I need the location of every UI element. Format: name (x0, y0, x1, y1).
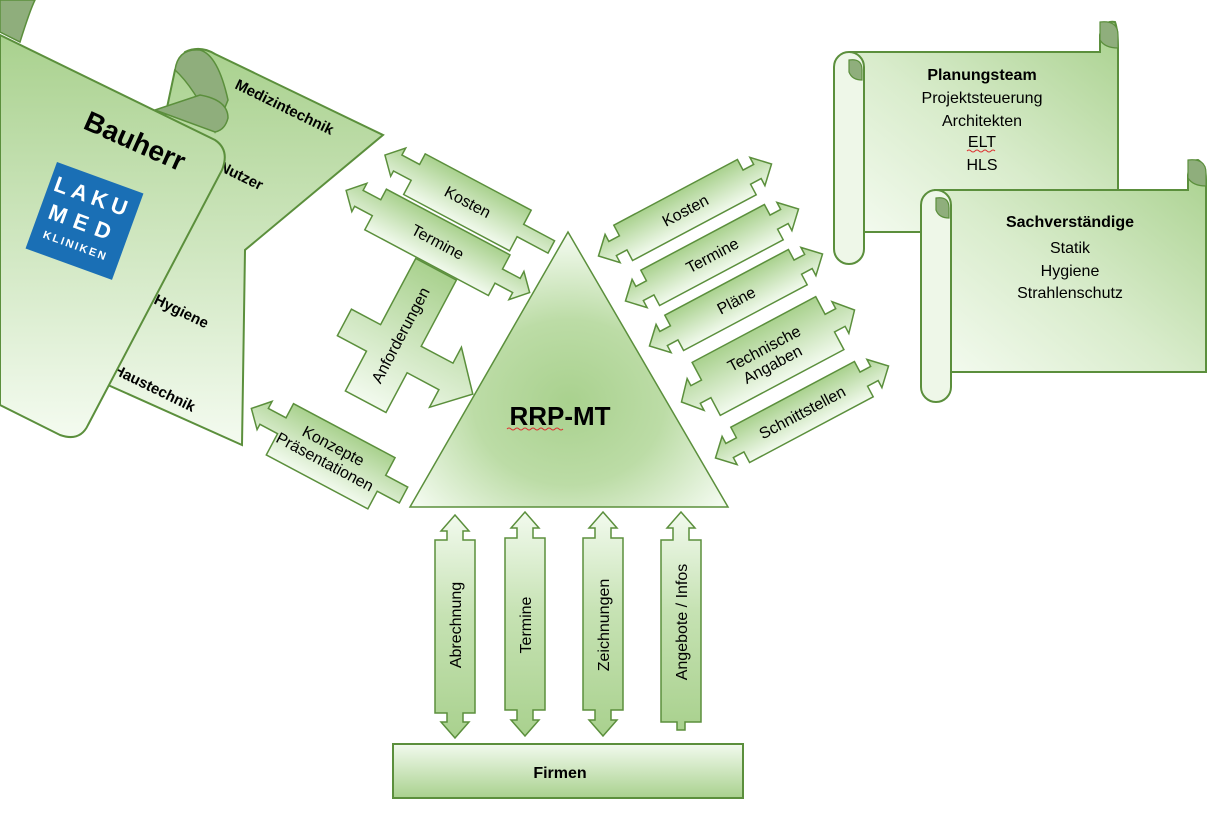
planungsteam-item: Projektsteuerung (922, 90, 1043, 107)
sachverstaendige-item: Strahlenschutz (1017, 285, 1123, 302)
planungsteam-scroll: Planungsteam Projektsteuerung Architekte… (833, 20, 1119, 265)
arrow-anforderungen: Anforderungen (336, 257, 474, 414)
planungsteam-item: Architekten (942, 113, 1022, 130)
sachverstaendige-title: Sachverständige (1006, 214, 1134, 231)
bauherr-scroll: Bauherr LAKU MED KLINIKEN (0, 0, 229, 438)
arrow-right-kosten: Kosten (597, 156, 773, 264)
planungsteam-item: HLS (966, 157, 997, 174)
sachverstaendige-item: Hygiene (1041, 263, 1100, 280)
firmen-label: Firmen (533, 765, 586, 782)
arrow-bottom-abrechnung: Abrechnung (434, 513, 476, 740)
label-termine-bottom: Termine (518, 596, 535, 653)
sachverstaendige-scroll: Sachverständige Statik Hygiene Strahlens… (920, 158, 1207, 403)
label-zeichnungen: Zeichnungen (596, 579, 613, 672)
label-abrechnung: Abrechnung (448, 582, 465, 668)
arrow-left-termine: Termine (345, 182, 531, 301)
label-angebote: Angebote / Infos (674, 564, 691, 681)
firmen-box: Firmen (392, 743, 744, 799)
planungsteam-title: Planungsteam (927, 67, 1036, 84)
center-label: RRP-MT (509, 401, 610, 431)
arrow-konzepte: Konzepte Präsentationen (250, 400, 409, 510)
planungsteam-item: ELT (968, 134, 996, 151)
arrow-bottom-angebote: Angebote / Infos (660, 510, 702, 731)
arrow-right-plaene: Pläne (648, 246, 824, 354)
arrow-left-kosten: Kosten (384, 146, 556, 255)
sachverstaendige-item: Statik (1050, 240, 1091, 257)
center-triangle: RRP-MT (408, 230, 730, 508)
arrow-bottom-termine: Termine (504, 510, 546, 738)
arrow-bottom-zeichnungen: Zeichnungen (582, 510, 624, 738)
